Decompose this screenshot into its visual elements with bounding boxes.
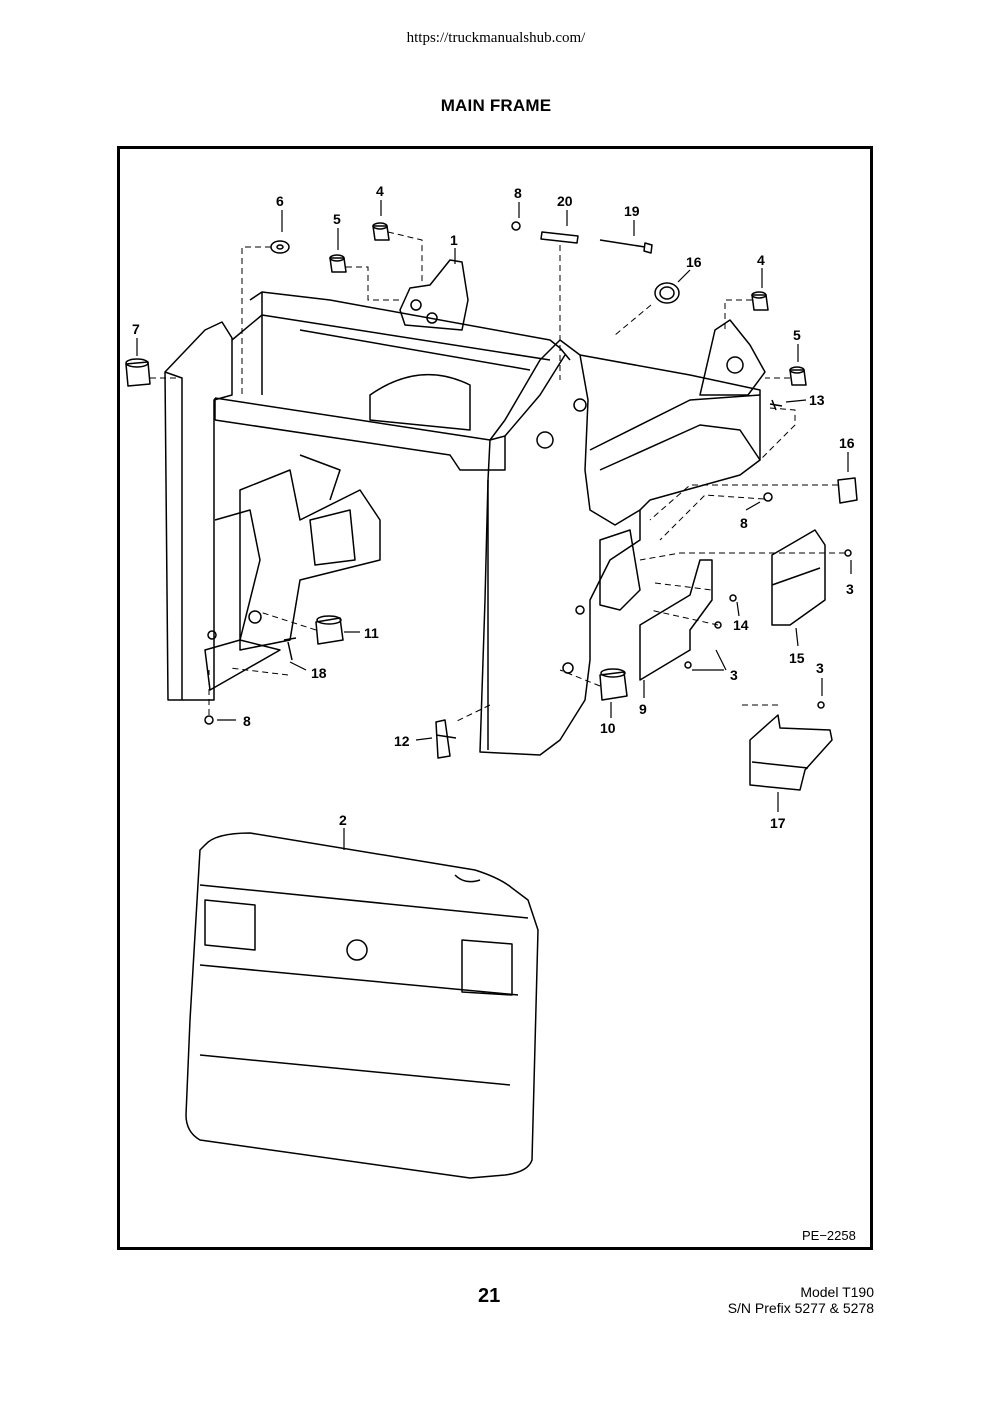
source-url: https://truckmanualshub.com/ [406, 30, 586, 46]
part-8-nut-right [763, 492, 773, 502]
callout-3-middle: 3 [730, 667, 738, 683]
callout-9: 9 [639, 701, 647, 717]
callout-8-bottom: 8 [243, 713, 251, 729]
figure-id: PE−2258 [802, 1228, 856, 1243]
part-4-bushing [372, 225, 390, 241]
part-12-bracket [435, 719, 451, 759]
callout-4-right: 4 [757, 252, 765, 268]
page-number: 21 [478, 1285, 501, 1307]
rear-right-tower [699, 319, 766, 396]
callout-7: 7 [132, 321, 140, 337]
callout-20: 20 [557, 193, 573, 209]
frame-right-upright [479, 339, 641, 756]
frame-front-crossbar [214, 397, 506, 471]
model-name: Model T190 [800, 1284, 874, 1300]
part-5-bushing-right [789, 369, 807, 386]
callout-4: 4 [376, 183, 384, 199]
callout-5: 5 [333, 211, 341, 227]
callout-8-top: 8 [514, 185, 522, 201]
callout-8-right: 8 [740, 515, 748, 531]
callout-11: 11 [364, 625, 379, 641]
part-8-nut [511, 221, 521, 231]
part-8-nut-bottom [204, 715, 214, 725]
frame-right-deck [579, 354, 761, 511]
callout-15: 15 [789, 650, 805, 666]
model-info: Model T190 S/N Prefix 5277 & 5278 [728, 1284, 874, 1316]
callout-3-right: 3 [846, 581, 854, 597]
part-2-front-panel [185, 832, 539, 1179]
callout-6: 6 [276, 193, 284, 209]
part-16-ring [654, 282, 680, 304]
frame-bottom-plate [204, 639, 281, 691]
part-16-mount [837, 477, 858, 504]
part-18-bolt [287, 641, 293, 661]
inner-left-plate [239, 469, 381, 651]
callout-3-lower: 3 [816, 660, 824, 676]
callout-17: 17 [770, 815, 786, 831]
callout-5-right: 5 [793, 327, 801, 343]
part-5-bushing [329, 257, 347, 273]
callout-19: 19 [624, 203, 640, 219]
part-6-washer [270, 240, 290, 254]
callout-16-top: 16 [686, 254, 702, 270]
figure-frame [117, 146, 873, 1250]
callout-12: 12 [394, 733, 410, 749]
part-11-mount [315, 617, 344, 645]
serial-prefix: S/N Prefix 5277 & 5278 [727, 1300, 874, 1316]
part-10-mount [599, 671, 628, 701]
inner-right-plate [599, 529, 641, 611]
rear-left-tower [399, 259, 469, 331]
frame-top-rail [249, 291, 571, 361]
callout-10: 10 [600, 720, 616, 736]
part-19-bolt [599, 239, 646, 248]
callout-16-right: 16 [839, 435, 855, 451]
part-7-mount [125, 361, 151, 387]
callout-14: 14 [733, 617, 749, 633]
callout-2: 2 [339, 812, 347, 828]
callout-13: 13 [809, 392, 825, 408]
part-9-plate [639, 559, 713, 681]
part-17-cover [749, 714, 833, 791]
part-20-pin [540, 231, 579, 244]
frame-floor-panel [261, 315, 531, 395]
part-15-panel [771, 529, 826, 626]
part-4-bushing-right [751, 294, 769, 311]
callout-18: 18 [311, 665, 327, 681]
frame-left-upright [164, 321, 233, 701]
page-title: MAIN FRAME [440, 96, 552, 115]
callout-1: 1 [450, 232, 458, 248]
